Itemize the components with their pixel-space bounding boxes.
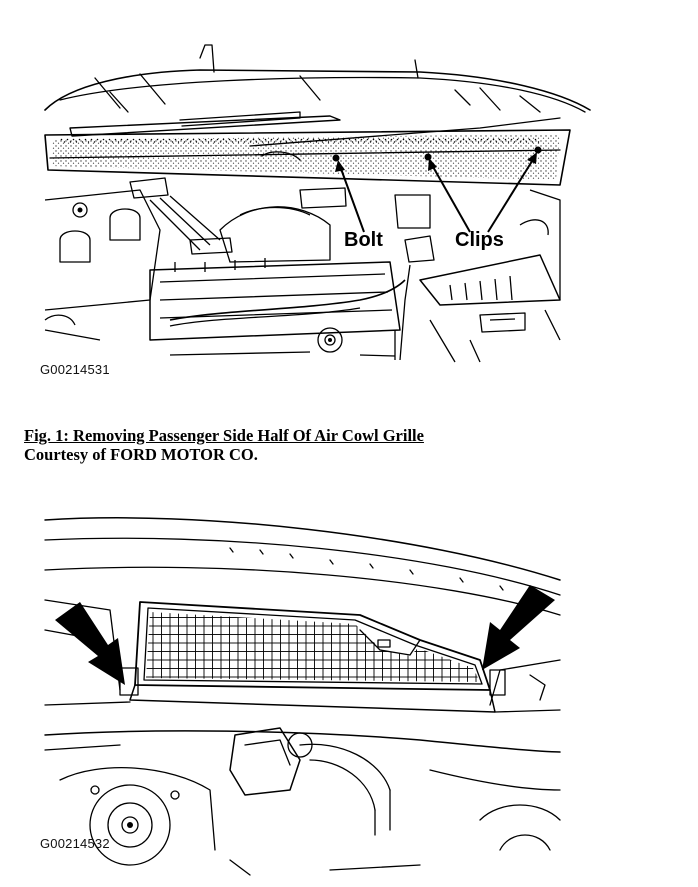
figure-1-part-number: G00214531 [40,362,110,377]
figure-credit: Courtesy of FORD MOTOR CO. [24,445,258,464]
figure-title: Fig. 1: Removing Passenger Side Half Of … [24,426,424,445]
figure-caption: Fig. 1: Removing Passenger Side Half Of … [24,426,424,464]
figure-2-part-number: G00214532 [40,836,110,851]
engine-bay-drawing-2 [44,517,561,876]
engine-bay-drawing-1 [44,44,591,363]
clips-callout-label: Clips [455,229,504,251]
bolt-callout-label: Bolt [344,229,383,251]
figure-1-illustration [0,0,698,395]
figure-2-illustration [0,490,698,887]
